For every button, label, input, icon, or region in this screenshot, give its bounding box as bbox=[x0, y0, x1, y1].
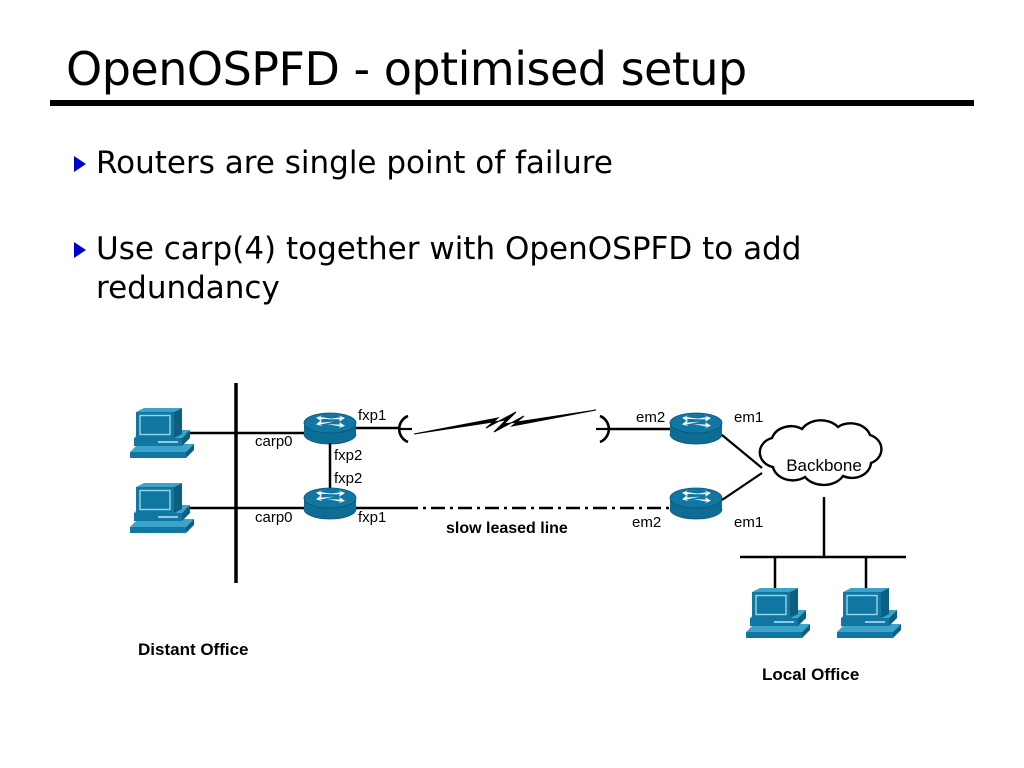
leased-line-label: slow leased line bbox=[446, 520, 568, 537]
list-item: Routers are single point of failure bbox=[74, 144, 954, 184]
workstation-icon bbox=[836, 587, 902, 639]
router-icon bbox=[303, 412, 357, 445]
interface-label-carp0-bottom: carp0 bbox=[255, 509, 293, 526]
interface-label-em1-bottom: em1 bbox=[734, 514, 763, 531]
triangle-bullet-icon bbox=[74, 156, 86, 172]
interface-label-em2-top: em2 bbox=[636, 409, 665, 426]
bullet-text: Routers are single point of failure bbox=[96, 145, 613, 181]
workstation-icon bbox=[129, 482, 195, 534]
cloud-icon bbox=[758, 419, 883, 487]
router-icon bbox=[303, 487, 357, 520]
interface-label-carp0-top: carp0 bbox=[255, 433, 293, 450]
page-title: OpenOSPFD - optimised setup bbox=[66, 42, 747, 96]
cloud-label: Backbone bbox=[786, 456, 862, 475]
triangle-bullet-icon bbox=[74, 241, 86, 258]
distant-office-bus bbox=[180, 383, 306, 583]
interface-label-em1-top: em1 bbox=[734, 409, 763, 426]
interface-label-fxp2-bottom: fxp2 bbox=[334, 470, 362, 487]
interface-label-fxp1-top: fxp1 bbox=[358, 407, 386, 424]
workstation-icon bbox=[129, 407, 195, 459]
network-diagram: Backbone carp0 fxp1 fxp2 fxp2 carp0 fxp1… bbox=[0, 360, 1024, 720]
list-item: Use carp(4) together with OpenOSPFD to a… bbox=[74, 230, 954, 309]
interface-label-fxp1-bottom: fxp1 bbox=[358, 509, 386, 526]
router-icon bbox=[669, 412, 723, 445]
title-divider bbox=[50, 100, 974, 106]
bullet-list: Routers are single point of failure Use … bbox=[74, 144, 954, 355]
router-icon bbox=[669, 487, 723, 520]
bullet-text: Use carp(4) together with OpenOSPFD to a… bbox=[96, 230, 802, 307]
lightning-serial-link-icon bbox=[397, 409, 611, 444]
interface-label-em2-bottom: em2 bbox=[632, 514, 661, 531]
zone-label-distant-office: Distant Office bbox=[138, 640, 249, 659]
zone-label-local-office: Local Office bbox=[762, 665, 859, 684]
interface-label-fxp2-top: fxp2 bbox=[334, 447, 362, 464]
workstation-icon bbox=[745, 587, 811, 639]
